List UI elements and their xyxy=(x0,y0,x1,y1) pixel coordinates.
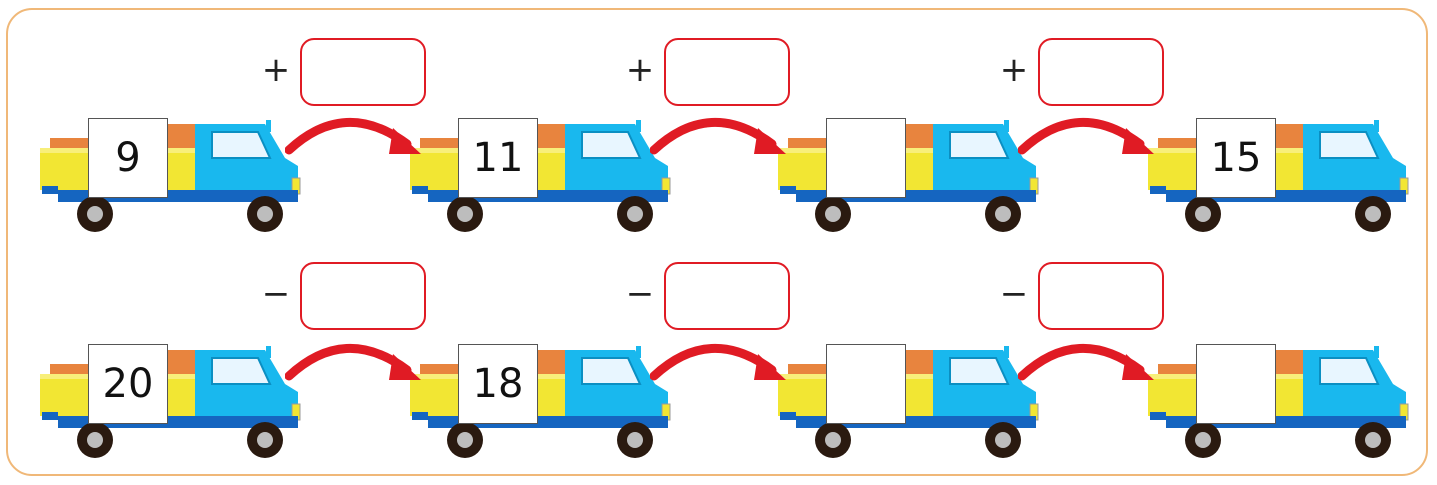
curved-arrow-icon xyxy=(650,332,790,382)
step-operation: + xyxy=(258,38,448,108)
curved-arrow-icon xyxy=(285,332,425,382)
truck-number-card: 15 xyxy=(1196,118,1276,198)
truck-icon xyxy=(410,344,680,464)
answer-box[interactable] xyxy=(664,262,790,330)
step-operation: − xyxy=(622,262,812,332)
minus-sign: − xyxy=(622,274,658,314)
plus-sign: + xyxy=(622,50,658,90)
truck-icon xyxy=(40,344,310,464)
curved-arrow-icon xyxy=(1018,106,1158,156)
answer-box[interactable] xyxy=(300,38,426,106)
step-operation: − xyxy=(258,262,448,332)
plus-sign: + xyxy=(258,50,294,90)
truck xyxy=(778,118,1048,238)
truck-number-card[interactable] xyxy=(826,344,906,424)
truck-number-card: 20 xyxy=(88,344,168,424)
answer-box[interactable] xyxy=(1038,38,1164,106)
truck-icon xyxy=(40,118,310,238)
curved-arrow-icon xyxy=(1018,332,1158,382)
truck-number-card[interactable] xyxy=(1196,344,1276,424)
step-operation: + xyxy=(996,38,1186,108)
truck-icon xyxy=(410,118,680,238)
answer-box[interactable] xyxy=(300,262,426,330)
truck: 18 xyxy=(410,344,680,464)
truck: 20 xyxy=(40,344,310,464)
curved-arrow-icon xyxy=(650,106,790,156)
truck-number-card: 11 xyxy=(458,118,538,198)
step-operation: + xyxy=(622,38,812,108)
minus-sign: − xyxy=(258,274,294,314)
truck xyxy=(778,344,1048,464)
truck: 15 xyxy=(1148,118,1418,238)
truck-icon xyxy=(1148,118,1418,238)
truck: 11 xyxy=(410,118,680,238)
truck-icon xyxy=(1148,344,1418,464)
step-operation: − xyxy=(996,262,1186,332)
answer-box[interactable] xyxy=(1038,262,1164,330)
truck-icon xyxy=(778,344,1048,464)
truck-number-card: 9 xyxy=(88,118,168,198)
truck-icon xyxy=(778,118,1048,238)
answer-box[interactable] xyxy=(664,38,790,106)
truck-number-card: 18 xyxy=(458,344,538,424)
truck xyxy=(1148,344,1418,464)
plus-sign: + xyxy=(996,50,1032,90)
curved-arrow-icon xyxy=(285,106,425,156)
truck-number-card[interactable] xyxy=(826,118,906,198)
truck: 9 xyxy=(40,118,310,238)
minus-sign: − xyxy=(996,274,1032,314)
